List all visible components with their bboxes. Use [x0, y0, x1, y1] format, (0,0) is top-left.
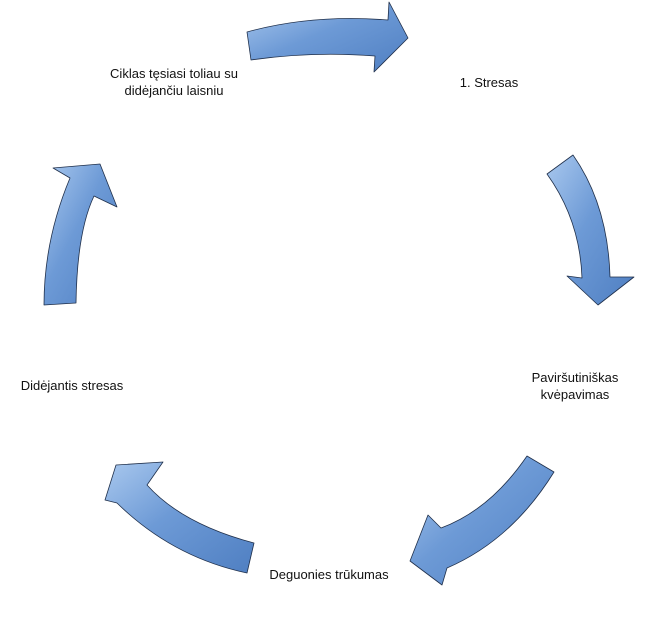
- step-label-line: Deguonies trūkumas: [269, 567, 389, 582]
- cycle-arrow-top: [246, 1, 409, 73]
- cycle-arrow-left: [43, 163, 118, 306]
- step-label-oxygen-deficit: Deguonies trūkumas: [258, 566, 400, 583]
- cycle-arrow-lower-left: [104, 461, 255, 574]
- step-label-stress: 1. Stresas: [448, 74, 530, 91]
- step-label-increasing-stress: Didėjantis stresas: [10, 377, 134, 394]
- step-label-line: 1. Stresas: [459, 75, 519, 90]
- step-label-shallow-breathing: Paviršutiniškas kvėpavimas: [520, 369, 630, 403]
- step-label-line: Didėjantis stresas: [20, 378, 124, 393]
- step-label-line: Ciklas tęsiasi toliau su: [110, 66, 238, 81]
- cycle-arrow-right: [546, 154, 635, 306]
- step-label-line: didėjančiu laisniu: [124, 83, 224, 98]
- cycle-arrow-lower-right: [409, 455, 555, 586]
- step-label-line: kvėpavimas: [540, 387, 610, 402]
- step-label-line: Paviršutiniškas: [531, 370, 619, 385]
- step-label-cycle-continues: Ciklas tęsiasi toliau su didėjančiu lais…: [92, 65, 256, 99]
